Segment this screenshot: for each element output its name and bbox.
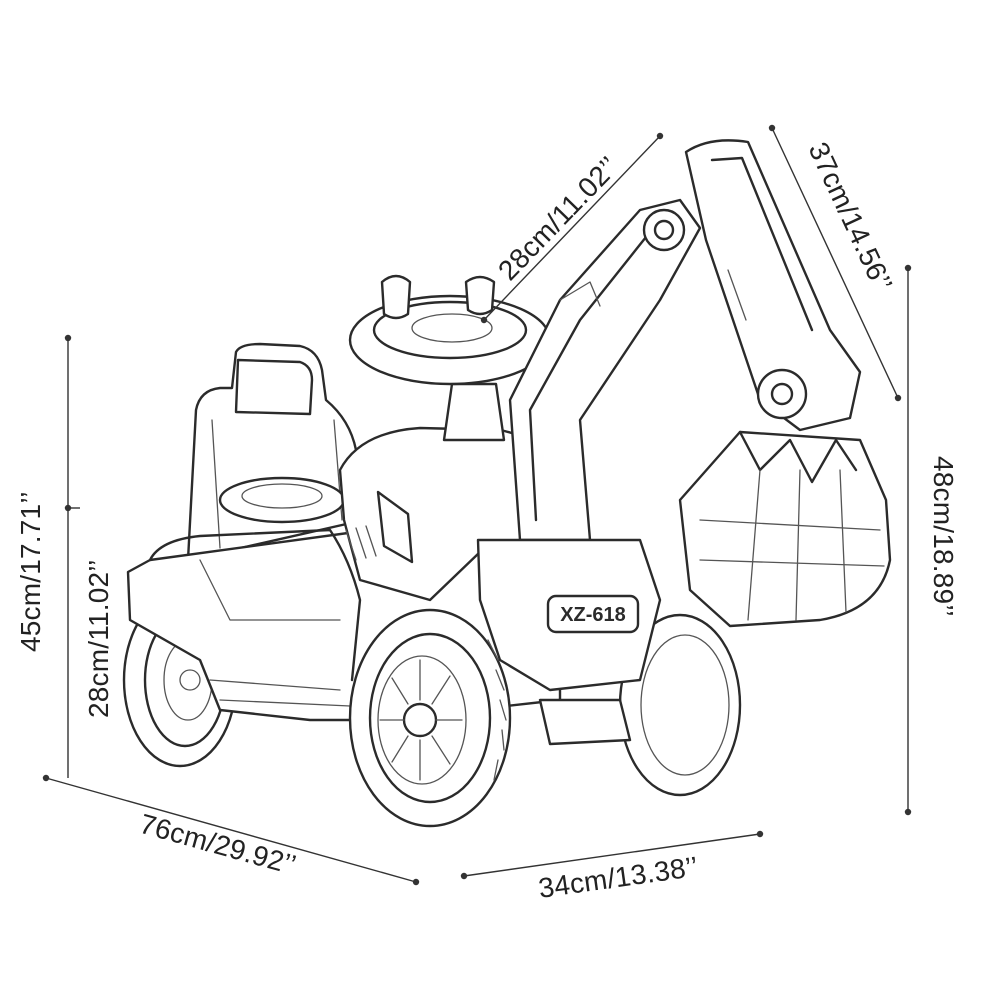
dimension-lines (42, 124, 912, 886)
seat-height-label: 28cm/11.02’’ (83, 559, 114, 718)
model-badge-text: XZ-618 (560, 604, 626, 626)
steering-wheel (348, 274, 552, 442)
seat-back-height-label: 45cm/17.71’’ (15, 491, 46, 652)
seat-backrest (186, 342, 366, 562)
front-left-wheel (348, 608, 512, 828)
front-panel: XZ-618 (476, 538, 662, 746)
dipper-arm (684, 139, 862, 432)
bucket (678, 430, 892, 628)
boom-arm (508, 198, 702, 542)
excavator-ride-on-toy-drawing: XZ-618 (122, 139, 892, 828)
overall-height-label: 48cm/18.89’’ (928, 456, 959, 617)
overall-length-label: 76cm/29.92’’ (136, 808, 299, 881)
arm-lower-length-label: 37cm/14.56’’ (803, 137, 899, 296)
overall-width-label: 34cm/13.38’’ (537, 851, 700, 904)
